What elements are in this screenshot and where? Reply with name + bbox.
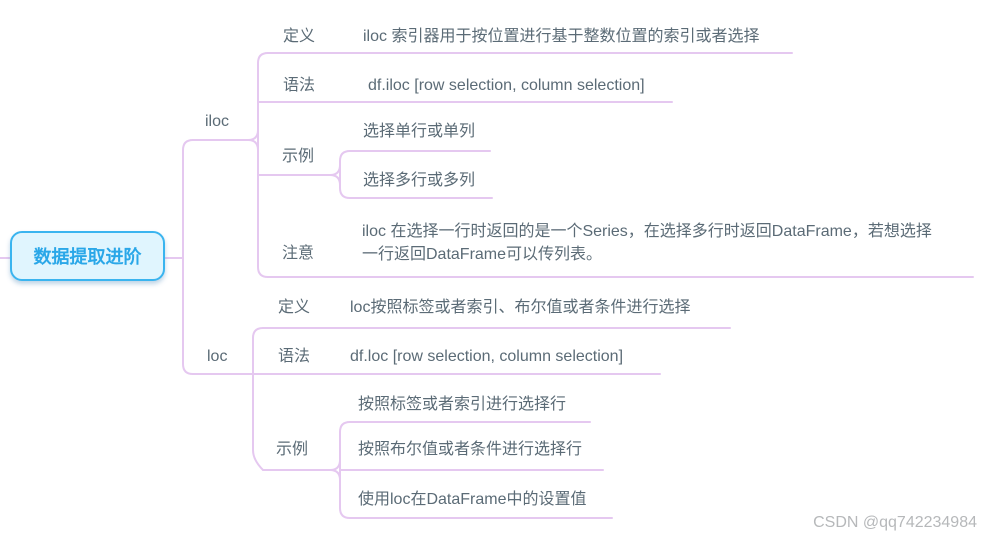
label-iloc-examples[interactable]: 示例 [282,148,315,165]
text-loc-syntax[interactable]: df.loc [row selection, column selection] [350,348,624,365]
text-iloc-note-line-2[interactable]: 一行返回DataFrame可以传列表。 [362,246,603,263]
text-loc-example-1[interactable]: 按照标签或者索引进行选择行 [358,396,567,413]
label-iloc-note[interactable]: 注意 [282,245,315,262]
text-loc-definition[interactable]: loc按照标签或者索引、布尔值或者条件进行选择 [350,299,691,316]
label-loc-examples[interactable]: 示例 [276,441,309,458]
label-iloc-definition[interactable]: 定义 [283,28,316,45]
label-loc-definition[interactable]: 定义 [278,299,311,316]
text-iloc-example-2[interactable]: 选择多行或多列 [363,172,476,189]
topic-iloc[interactable]: iloc [205,113,230,130]
text-iloc-note-line-1[interactable]: iloc 在选择一行时返回的是一个Series，在选择多行时返回DataFram… [362,223,932,240]
topic-loc[interactable]: loc [207,348,228,365]
label-iloc-syntax[interactable]: 语法 [283,77,316,94]
label-loc-syntax[interactable]: 语法 [278,348,311,365]
text-iloc-syntax[interactable]: df.iloc [row selection, column selection… [368,77,645,94]
csdn-watermark: CSDN @qq742234984 [813,514,977,531]
text-iloc-definition[interactable]: iloc 索引器用于按位置进行基于整数位置的索引或者选择 [363,28,760,45]
text-loc-example-3[interactable]: 使用loc在DataFrame中的设置值 [358,491,587,508]
root-topic[interactable]: 数据提取进阶 [10,231,165,281]
text-iloc-example-1[interactable]: 选择单行或单列 [363,123,476,140]
text-loc-example-2[interactable]: 按照布尔值或者条件进行选择行 [358,441,583,458]
